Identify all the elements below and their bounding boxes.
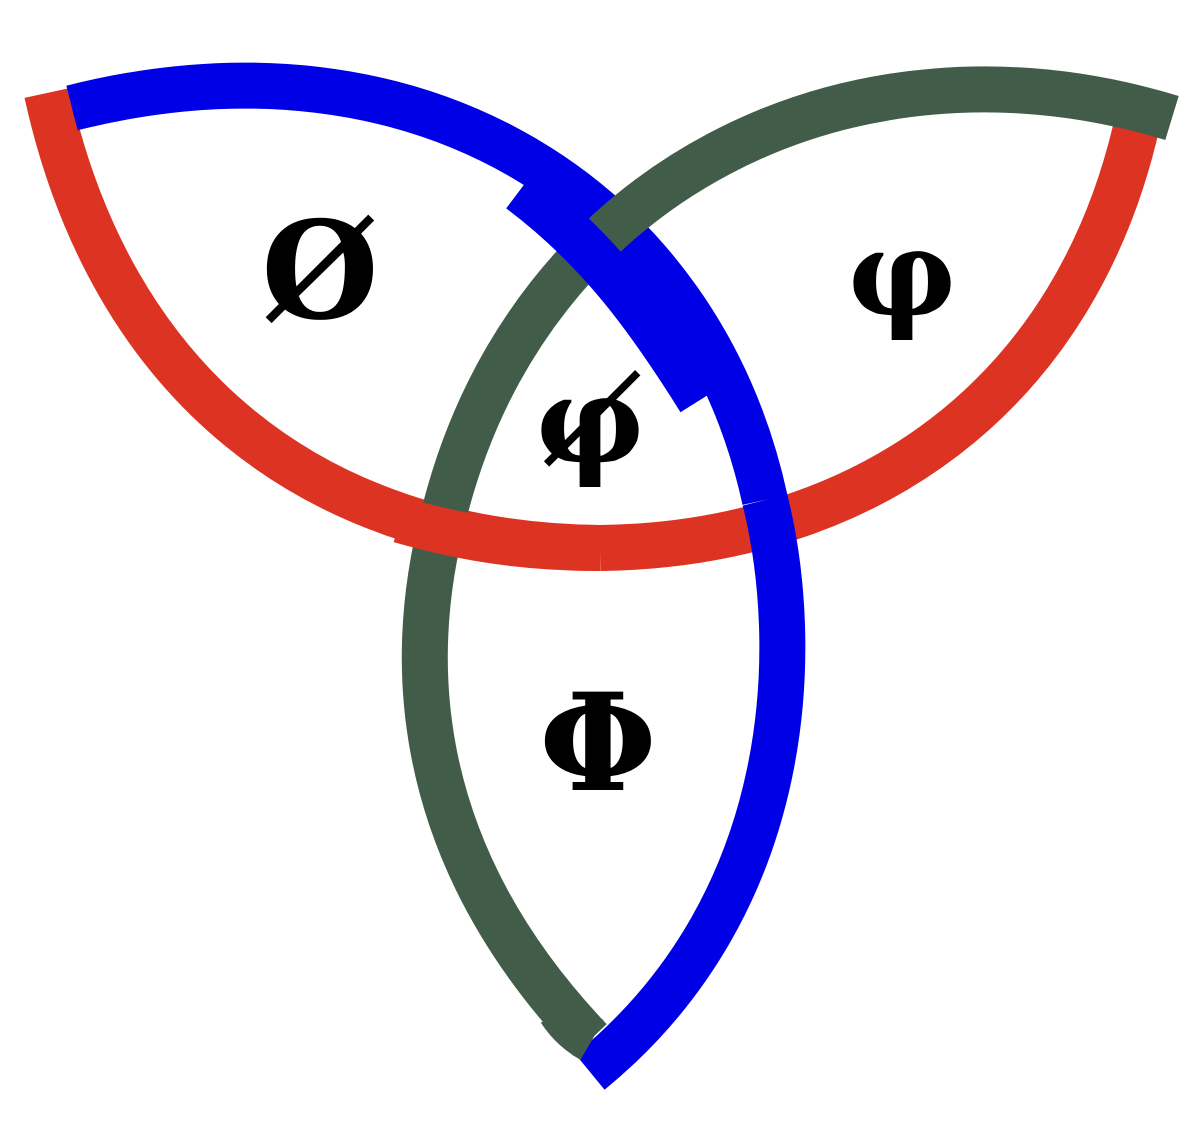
blue-band-over-crossing: [506, 171, 720, 413]
left-region-label: Ø: [261, 191, 379, 350]
red-band-over-crossing: [393, 497, 601, 571]
green-band-lower-arc: [401, 504, 607, 1056]
center-region-label: φ̸: [536, 350, 645, 491]
blue-band-lower-arc: [575, 494, 806, 1090]
right-region-label: φ: [848, 203, 957, 344]
green-band-upper-arc: [422, 66, 1179, 516]
red-band-right-arc: [599, 105, 1163, 571]
knot-bands: [24, 62, 1179, 1090]
green-band-over-crossing: [540, 996, 604, 1060]
blue-band-top-arc: [66, 62, 788, 505]
bottom-region-label: Φ: [539, 663, 657, 822]
region-labels: Ø φ φ̸ Φ: [261, 191, 956, 822]
